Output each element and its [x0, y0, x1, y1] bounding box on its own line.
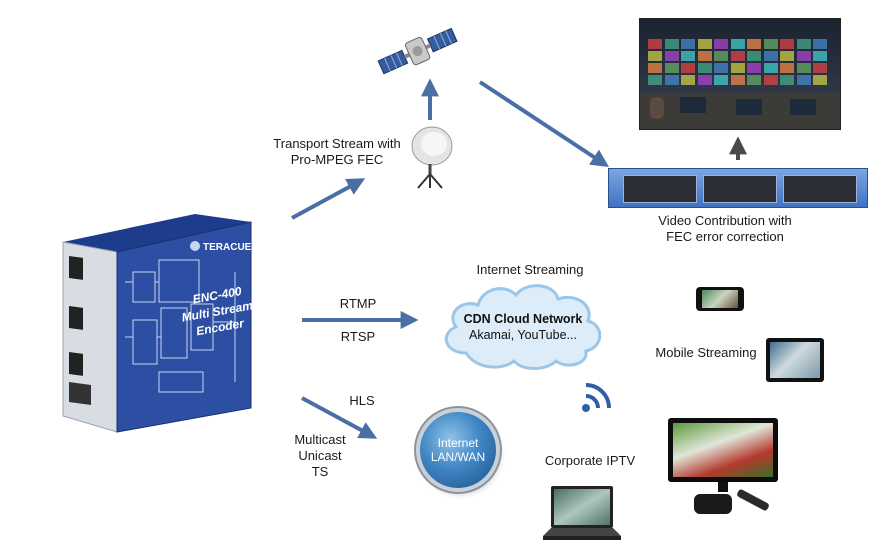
control-room-monitor: [780, 39, 794, 49]
control-room-monitor: [714, 39, 728, 49]
tablet-icon: [766, 338, 824, 382]
video-contribution-label: Video Contribution with FEC error correc…: [658, 213, 792, 244]
control-room-monitor: [664, 63, 679, 73]
tv-monitor-icon: [668, 418, 778, 482]
control-room-monitor: [796, 39, 811, 49]
control-room-monitor: [780, 51, 794, 61]
control-room-monitor: [714, 51, 728, 61]
arrow-satellite-to-rack: [478, 80, 610, 167]
control-room-monitor: [648, 75, 662, 85]
control-room-monitor: [730, 63, 745, 73]
arrow-to-lan: [301, 396, 378, 439]
control-room-monitor: [747, 51, 761, 61]
cloud-title: CDN Cloud Network: [463, 312, 583, 326]
control-room-monitor: [780, 63, 794, 73]
control-room-monitor: [697, 63, 712, 73]
control-room-monitor: [763, 75, 778, 85]
receiver-rack: [608, 168, 868, 208]
control-room-monitor: [681, 75, 695, 85]
control-room-monitor: [714, 63, 728, 73]
control-room-image: [639, 18, 841, 130]
control-room-monitor: [796, 51, 811, 61]
control-room-monitor: [648, 39, 662, 49]
internet-lan-wan-globe: Internet LAN/WAN: [420, 412, 496, 488]
control-room-monitor: [796, 75, 811, 85]
set-top-box-icon: [694, 494, 732, 514]
control-room-monitor: [763, 39, 778, 49]
control-room-monitor: [747, 75, 761, 85]
control-room-monitor: [730, 51, 745, 61]
mobile-streaming-label: Mobile Streaming: [655, 345, 757, 360]
smartphone-icon: [696, 287, 744, 311]
rtmp-label: RTMP: [339, 296, 377, 311]
cloud-subtitle: Akamai, YouTube...: [469, 328, 577, 342]
control-room-monitor: [780, 75, 794, 85]
control-room-monitor: [664, 39, 679, 49]
control-room-monitor: [813, 63, 827, 73]
cdn-cloud: CDN Cloud Network Akamai, YouTube...: [438, 277, 608, 373]
control-room-monitor: [747, 39, 761, 49]
laptop-icon: [543, 486, 621, 540]
hls-label: HLS: [349, 393, 375, 408]
arrow-to-dish: [291, 178, 366, 220]
control-room-monitor: [813, 75, 827, 85]
control-room-monitor: [813, 51, 827, 61]
control-room-monitor: [648, 63, 662, 73]
control-room-monitor: [763, 51, 778, 61]
transport-stream-label: Transport Stream with Pro-MPEG FEC: [273, 136, 401, 167]
satellite-icon: [377, 27, 458, 75]
multicast-label: Multicast Unicast TS: [294, 432, 346, 479]
satellite-dish-icon: [411, 126, 453, 189]
encoder-brand: TERACUE: [203, 242, 252, 253]
control-room-monitor: [714, 75, 728, 85]
rtsp-label: RTSP: [340, 329, 376, 344]
control-room-monitor: [730, 75, 745, 85]
globe-line1: Internet: [437, 436, 479, 450]
encoder-device: TERACUE ENC-400 Multi Stream Encoder: [62, 214, 254, 433]
control-room-monitor: [664, 75, 679, 85]
wifi-icon: [582, 383, 611, 412]
internet-streaming-label: Internet Streaming: [476, 262, 584, 277]
control-room-monitor: [697, 51, 712, 61]
tv-stand: [718, 482, 728, 492]
control-room-monitor: [681, 51, 695, 61]
globe-line2: LAN/WAN: [430, 450, 486, 464]
control-room-monitor: [730, 39, 745, 49]
control-room-monitor: [697, 39, 712, 49]
control-room-monitor: [681, 39, 695, 49]
control-room-monitor: [664, 51, 679, 61]
control-room-monitor: [648, 51, 662, 61]
control-room-monitor: [763, 63, 778, 73]
corporate-iptv-label: Corporate IPTV: [544, 453, 636, 468]
control-room-monitor: [747, 63, 761, 73]
control-room-monitor: [813, 39, 827, 49]
control-room-monitor: [796, 63, 811, 73]
control-room-monitor: [681, 63, 695, 73]
control-room-monitor: [697, 75, 712, 85]
